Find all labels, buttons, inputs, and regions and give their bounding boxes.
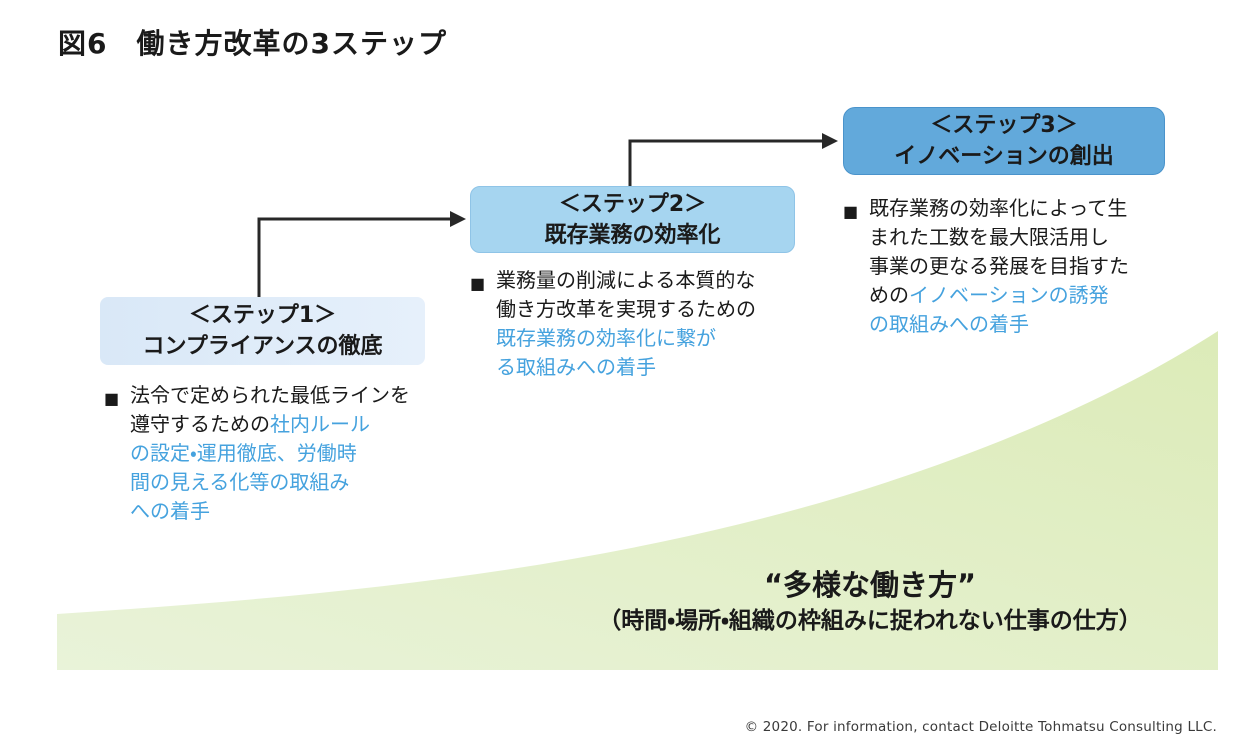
bullet-icon: ■ <box>843 202 859 221</box>
diverse-workstyle-caption: “多様な働き方” （時間・場所・組織の枠組みに捉われない仕事の仕方） <box>530 566 1210 638</box>
bullet-icon: ■ <box>104 389 120 408</box>
step1-description: ■ 法令で定められた最低ラインを遵守するための社内ルールの設定・運用徹底、労働時… <box>104 381 480 526</box>
page-title: 図6 働き方改革の3ステップ <box>58 27 447 60</box>
arrow-step2-to-step3 <box>628 133 838 187</box>
arrowhead-icon <box>822 133 838 149</box>
step2-label-line1: ＜ステップ2＞ <box>558 191 707 217</box>
caption-quote: “多様な働き方” <box>763 568 977 602</box>
step1-box: ＜ステップ1＞ コンプライアンスの徹底 <box>100 297 425 365</box>
bullet-icon: ■ <box>470 274 486 293</box>
step3-description-text: 既存業務の効率化によって生まれた工数を最大限活用し事業の更なる発展を目指すための… <box>869 196 1129 336</box>
step3-description: ■ 既存業務の効率化によって生まれた工数を最大限活用し事業の更なる発展を目指すた… <box>843 194 1214 339</box>
step2-label-line2: 既存業務の効率化 <box>544 222 721 248</box>
step1-description-text: 法令で定められた最低ラインを遵守するための社内ルールの設定・運用徹底、労働時間の… <box>130 383 410 523</box>
step3-label-line2: イノベーションの創出 <box>894 144 1114 169</box>
step2-box: ＜ステップ2＞ 既存業務の効率化 <box>470 186 795 253</box>
step2-description-text: 業務量の削減による本質的な働き方改革を実現するための既存業務の効率化に繋がる取組… <box>496 268 756 379</box>
step1-label-line1: ＜ステップ1＞ <box>188 303 337 328</box>
step3-box: ＜ステップ3＞ イノベーションの創出 <box>843 107 1165 175</box>
caption-subtitle: （時間・場所・組織の枠組みに捉われない仕事の仕方） <box>598 608 1142 634</box>
arrowhead-icon <box>450 211 466 227</box>
step3-label-line1: ＜ステップ3＞ <box>930 113 1078 138</box>
step1-label-line2: コンプライアンスの徹底 <box>142 334 383 359</box>
arrow-step1-to-step2 <box>257 211 466 298</box>
copyright-notice: © 2020. For information, contact Deloitt… <box>744 719 1217 735</box>
step2-description: ■ 業務量の削減による本質的な働き方改革を実現するための既存業務の効率化に繋がる… <box>470 266 841 382</box>
